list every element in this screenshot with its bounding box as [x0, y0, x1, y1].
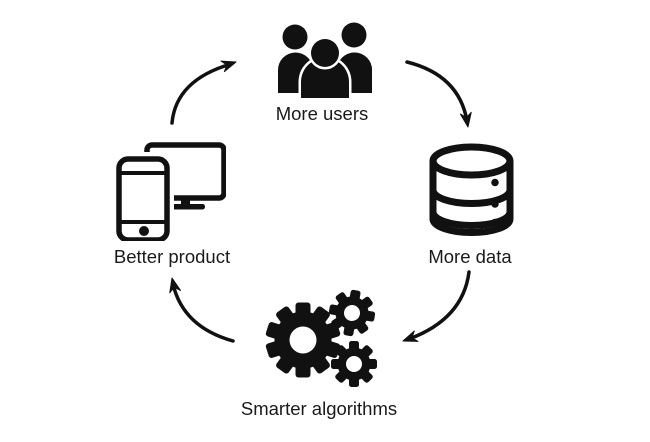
arrow-better-product-to-more-users [170, 62, 233, 125]
database-icon [429, 143, 514, 236]
arrowhead-icon [459, 111, 472, 128]
phone-icon [114, 152, 174, 241]
node-label-better-product: Better product [113, 246, 231, 267]
arrowhead-icon [220, 60, 237, 73]
arrow-smarter-algorithms-to-better-product [171, 282, 235, 343]
node-label-smarter-algorithms: Smarter algorithms [240, 398, 398, 419]
node-label-more-users: More users [275, 103, 369, 124]
arrowhead-icon [169, 277, 182, 294]
arrow-more-users-to-more-data [405, 60, 469, 123]
devices-icon [114, 142, 226, 241]
users-group-icon [278, 22, 372, 100]
arrowhead-icon [402, 330, 419, 342]
gears-icon [265, 289, 377, 387]
node-label-more-data: More data [428, 246, 512, 267]
arrow-more-data-to-smarter-algorithms [407, 270, 471, 341]
